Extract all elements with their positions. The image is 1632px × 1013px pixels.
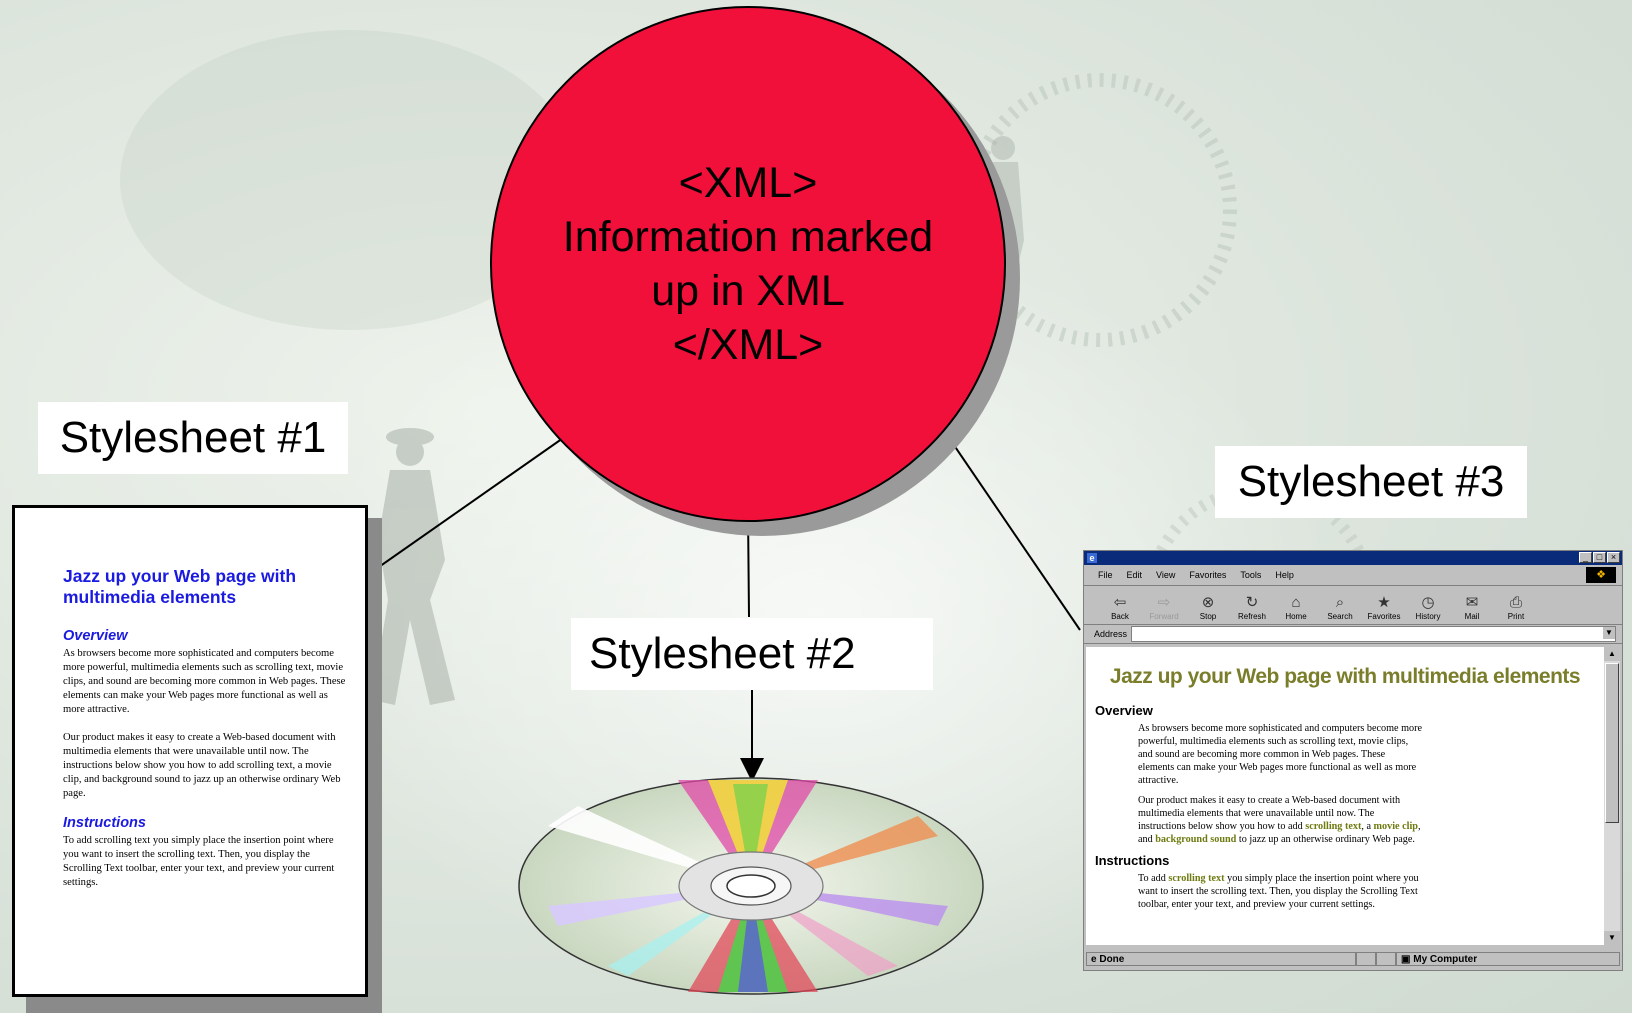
print-button[interactable]: ⎙Print xyxy=(1507,594,1525,621)
doc-overview-heading: Overview xyxy=(63,628,128,644)
browser-window: e _ □ × File Edit View Favorites Tools H… xyxy=(1083,550,1623,971)
address-bar: Address ▼ xyxy=(1084,625,1622,644)
doc-overview-paragraph-1: As browsers become more sophisticated an… xyxy=(63,648,346,715)
doc-overview-paragraph-2: Our product makes it easy to create a We… xyxy=(63,732,341,799)
link-scrolling-text-2[interactable]: scrolling text xyxy=(1168,873,1225,884)
ie-logo-icon: e xyxy=(1087,553,1097,563)
scroll-down-icon[interactable]: ▼ xyxy=(1604,931,1620,945)
stylesheet1-label: Stylesheet #1 xyxy=(38,402,348,474)
menu-tools[interactable]: Tools xyxy=(1240,570,1262,580)
page-overview-paragraph-2: Our product makes it easy to create a We… xyxy=(1138,795,1421,845)
scroll-up-icon[interactable]: ▲ xyxy=(1604,647,1620,661)
home-icon: ⌂ xyxy=(1291,594,1301,611)
browser-menubar: File Edit View Favorites Tools Help ❖ xyxy=(1084,565,1622,586)
connector-to-stylesheet2 xyxy=(747,511,750,618)
link-scrolling-text[interactable]: scrolling text xyxy=(1305,821,1362,832)
search-button[interactable]: ⌕Search xyxy=(1327,594,1353,621)
scroll-thumb[interactable] xyxy=(1605,663,1619,823)
address-label: Address xyxy=(1094,629,1128,639)
page-overview-paragraph-1: As browsers become more sophisticated an… xyxy=(1138,723,1423,786)
maximize-icon[interactable]: □ xyxy=(1593,552,1606,563)
forward-icon: ⇨ xyxy=(1157,594,1171,611)
page-overview-heading: Overview xyxy=(1095,703,1153,718)
history-icon: ◷ xyxy=(1421,594,1435,611)
browser-toolbar: ⇦Back ⇨Forward ⊗Stop ↻Refresh ⌂Home ⌕Sea… xyxy=(1084,586,1622,625)
home-button[interactable]: ⌂Home xyxy=(1285,594,1307,621)
stylesheet3-label: Stylesheet #3 xyxy=(1215,446,1527,518)
refresh-button[interactable]: ↻Refresh xyxy=(1237,594,1266,621)
menu-view[interactable]: View xyxy=(1156,570,1176,580)
menu-edit[interactable]: Edit xyxy=(1126,570,1143,580)
refresh-icon: ↻ xyxy=(1245,594,1259,611)
history-button[interactable]: ◷History xyxy=(1415,594,1441,621)
link-background-sound[interactable]: background sound xyxy=(1155,834,1237,845)
doc-instructions-heading: Instructions xyxy=(63,815,146,831)
menu-file[interactable]: File xyxy=(1098,570,1113,580)
address-input[interactable]: ▼ xyxy=(1131,626,1616,642)
forward-button[interactable]: ⇨Forward xyxy=(1149,594,1179,621)
status-zone: ▣ My Computer xyxy=(1396,952,1620,966)
menu-favorites[interactable]: Favorites xyxy=(1189,570,1227,580)
bubble-line-2: Information marked xyxy=(562,213,934,261)
bubble-line-1: <XML> xyxy=(678,159,818,207)
search-icon: ⌕ xyxy=(1335,594,1345,611)
page-instructions-paragraph: To add scrolling text you simply place t… xyxy=(1138,873,1419,910)
status-page-icon: e xyxy=(1091,954,1100,965)
link-movie-clip[interactable]: movie clip xyxy=(1373,821,1418,832)
status-spacer-1 xyxy=(1356,952,1376,966)
bubble-line-4: </XML> xyxy=(672,321,824,369)
vertical-scrollbar[interactable]: ▲ ▼ xyxy=(1604,647,1620,945)
browser-titlebar[interactable]: e _ □ × xyxy=(1084,551,1622,565)
windows-logo-icon: ❖ xyxy=(1586,567,1616,583)
browser-page-content: Jazz up your Web page with multimedia el… xyxy=(1086,647,1604,945)
stop-button[interactable]: ⊗Stop xyxy=(1199,594,1217,621)
chevron-down-icon[interactable]: ▼ xyxy=(1603,627,1615,639)
stop-icon: ⊗ xyxy=(1201,594,1215,611)
page-title: Jazz up your Web page with multimedia el… xyxy=(1109,665,1581,688)
favorites-icon: ★ xyxy=(1377,594,1391,611)
cd-rom-disc xyxy=(518,777,984,995)
status-spacer-2 xyxy=(1376,952,1396,966)
computer-icon: ▣ xyxy=(1401,954,1414,965)
print-icon: ⎙ xyxy=(1509,594,1522,611)
connector-to-stylesheet3 xyxy=(929,409,1081,631)
stylesheet2-label: Stylesheet #2 xyxy=(571,618,933,690)
bubble-line-3: up in XML xyxy=(651,267,845,315)
status-done: e Done xyxy=(1086,952,1356,966)
menu-help[interactable]: Help xyxy=(1275,570,1294,580)
status-bar: e Done ▣ My Computer xyxy=(1086,950,1620,968)
xml-source-bubble: <XML> Information marked up in XML </XML… xyxy=(490,6,1006,522)
doc-instructions-paragraph: To add scrolling text you simply place t… xyxy=(63,835,335,888)
printed-document: Jazz up your Web page with multimedia el… xyxy=(12,505,368,997)
back-button[interactable]: ⇦Back xyxy=(1111,594,1129,621)
page-instructions-heading: Instructions xyxy=(1095,853,1170,868)
mail-icon: ✉ xyxy=(1465,594,1479,611)
close-icon[interactable]: × xyxy=(1607,552,1620,563)
back-icon: ⇦ xyxy=(1113,594,1127,611)
doc-title: Jazz up your Web page with multimedia el… xyxy=(63,566,297,607)
mail-button[interactable]: ✉Mail xyxy=(1464,594,1480,621)
favorites-button[interactable]: ★Favorites xyxy=(1367,594,1401,621)
connector-to-stylesheet1 xyxy=(365,435,567,577)
minimize-icon[interactable]: _ xyxy=(1579,552,1592,563)
